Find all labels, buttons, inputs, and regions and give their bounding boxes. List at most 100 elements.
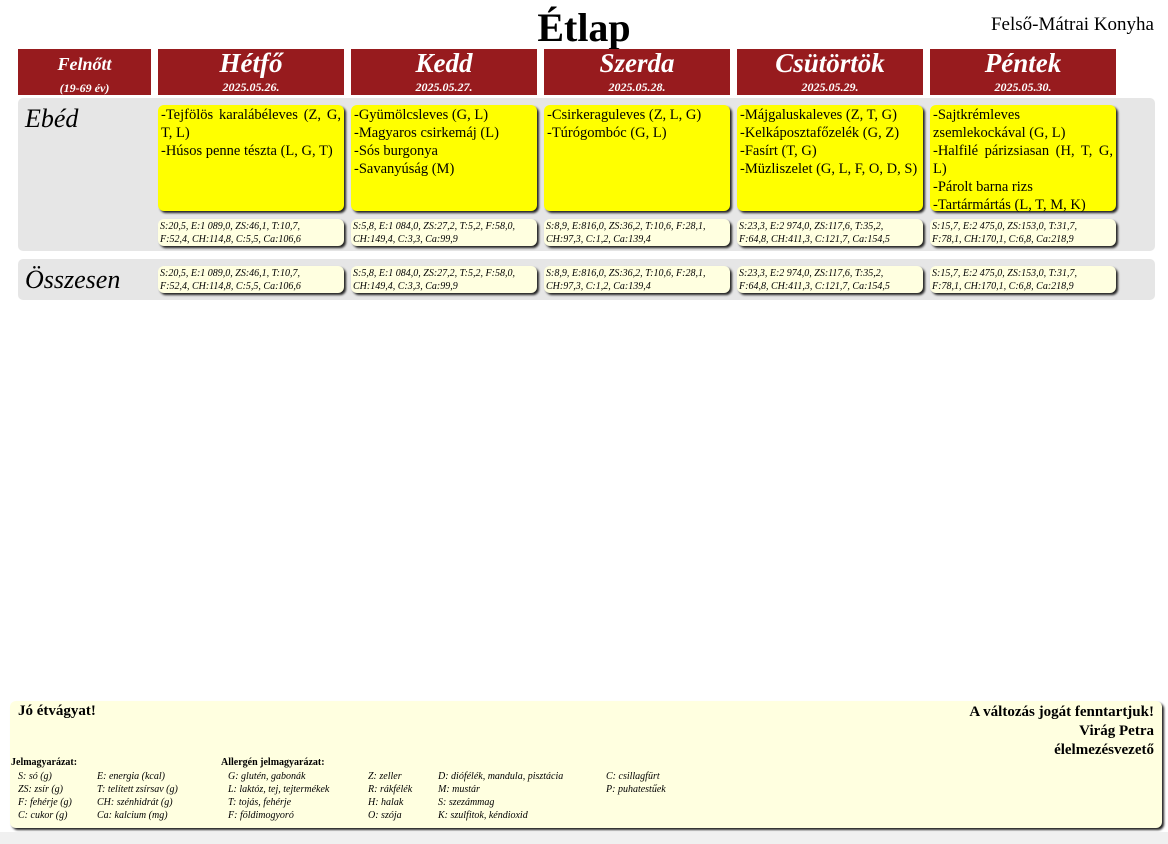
- dish: -Kelkáposztafőzelék (G, Z): [740, 125, 900, 141]
- total-label: Összesen: [25, 265, 121, 294]
- group-age: (19-69 év): [59, 81, 110, 95]
- day-name: Csütörtök: [775, 48, 885, 78]
- allergen-item: C: csillagfürt: [606, 771, 660, 782]
- legend-item: CH: szénhidrát (g): [97, 797, 173, 808]
- total-nutrition-wednesday: S:8,9, E:816,0, ZS:36,2, T:10,6, F:28,1,…: [544, 266, 730, 293]
- nutrition-line: F:64,8, CH:411,3, C:121,7, Ca:154,5: [739, 234, 890, 245]
- manager-title: élelmezésvezető: [1054, 742, 1154, 758]
- header-day-thursday: Csütörtök 2025.05.29.: [737, 49, 923, 95]
- menu-tuesday: -Gyümölcsleves (G, L) -Magyaros csirkemá…: [351, 105, 537, 211]
- page-bottom-strip: [0, 832, 1168, 844]
- dish: -Csirkeraguleves (Z, L, G): [547, 107, 702, 123]
- legend-item: Ca: kalcium (mg): [97, 810, 168, 821]
- allergen-column: Z: zeller R: rákfélék H: halak O: szója: [368, 770, 412, 822]
- nutrition-line: F:78,1, CH:170,1, C:6,8, Ca:218,9: [932, 281, 1074, 292]
- page-title: Étlap: [537, 5, 631, 50]
- allergen-item: M: mustár: [438, 784, 480, 795]
- day-name: Kedd: [415, 48, 473, 78]
- footer: Jó étvágyat! A változás jogát fenntartju…: [10, 701, 1162, 828]
- dish: -Sós burgonya: [354, 143, 438, 159]
- nutrition-line: CH:149,4, C:3,3, Ca:99,9: [353, 234, 458, 245]
- day-date: 2025.05.26.: [222, 80, 280, 94]
- allergen-item: L: laktóz, tej, tejtermékek: [228, 784, 330, 795]
- dish: -Sajtkrémleves zsemlekockával (G, L): [933, 107, 1066, 141]
- dish: -Túrógombóc (G, L): [547, 125, 667, 141]
- nutrition-monday: S:20,5, E:1 089,0, ZS:46,1, T:10,7, F:52…: [158, 219, 344, 246]
- nutrition-line: S:23,3, E:2 974,0, ZS:117,6, T:35,2,: [739, 221, 884, 232]
- legend-item: T: telített zsírsav (g): [97, 784, 178, 795]
- nutrition-line: S:5,8, E:1 084,0, ZS:27,2, T:5,2, F:58,0…: [353, 268, 515, 279]
- allergen-item: D: diófélék, mandula, pisztácia: [438, 771, 564, 782]
- lunch-label: Ebéd: [25, 104, 79, 133]
- menu-friday: -Sajtkrémleves zsemlekockával (G, L) -Ha…: [930, 105, 1116, 213]
- day-date: 2025.05.29.: [801, 80, 859, 94]
- legend-item: ZS: zsír (g): [18, 784, 64, 795]
- nutrition-line: S:5,8, E:1 084,0, ZS:27,2, T:5,2, F:58,0…: [353, 221, 515, 232]
- greeting: Jó étvágyat!: [18, 703, 96, 719]
- nutrition-line: S:20,5, E:1 089,0, ZS:46,1, T:10,7,: [160, 221, 300, 232]
- nutrition-wednesday: S:8,9, E:816,0, ZS:36,2, T:10,6, F:28,1,…: [544, 219, 730, 246]
- nutrition-line: CH:149,4, C:3,3, Ca:99,9: [353, 281, 458, 292]
- dish: -Magyaros csirkemáj (L): [354, 125, 499, 141]
- dish: -Halfilé párizsiasan (H, T, G, L): [933, 143, 1113, 177]
- nutrition-line: S:15,7, E:2 475,0, ZS:153,0, T:31,7,: [932, 221, 1077, 232]
- legend-item: E: energia (kcal): [97, 771, 165, 782]
- dish: -Májgaluskaleves (Z, T, G): [740, 107, 897, 123]
- nutrition-line: S:8,9, E:816,0, ZS:36,2, T:10,6, F:28,1,: [546, 221, 706, 232]
- legend-column: E: energia (kcal) T: telített zsírsav (g…: [97, 770, 178, 822]
- dish: -Tartármártás (L, T, M, K): [933, 197, 1086, 213]
- dish: -Tejfölös karalábéleves (Z, G, T, L): [161, 107, 341, 141]
- nutrition-line: S:20,5, E:1 089,0, ZS:46,1, T:10,7,: [160, 268, 300, 279]
- header-day-tuesday: Kedd 2025.05.27.: [351, 49, 537, 95]
- nutrition-line: F:64,8, CH:411,3, C:121,7, Ca:154,5: [739, 281, 890, 292]
- allergen-column: D: diófélék, mandula, pisztácia M: mustá…: [438, 770, 563, 822]
- group-label: Felnőtt: [57, 54, 112, 74]
- footer-signature: A változás jogát fenntartjuk! Virág Petr…: [969, 703, 1154, 760]
- day-date: 2025.05.28.: [608, 80, 666, 94]
- kitchen-name: Felső-Mátrai Konyha: [990, 14, 1154, 35]
- total-nutrition-monday: S:20,5, E:1 089,0, ZS:46,1, T:10,7, F:52…: [158, 266, 344, 293]
- nutrition-line: CH:97,3, C:1,2, Ca:139,4: [546, 234, 651, 245]
- nutrition-line: S:23,3, E:2 974,0, ZS:117,6, T:35,2,: [739, 268, 884, 279]
- allergen-item: P: puhatestűek: [606, 784, 666, 795]
- legend-item: S: só (g): [18, 771, 52, 782]
- menu-monday: -Tejfölös karalábéleves (Z, G, T, L) -Hú…: [158, 105, 344, 211]
- nutrition-line: CH:97,3, C:1,2, Ca:139,4: [546, 281, 651, 292]
- allergen-item: S: szezámmag: [438, 797, 495, 808]
- allergen-column: G: glutén, gabonák L: laktóz, tej, tejte…: [228, 770, 329, 822]
- day-name: Hétfő: [219, 48, 283, 78]
- allergen-legend-title: Allergén jelmagyarázat:: [221, 757, 325, 768]
- header-day-friday: Péntek 2025.05.30.: [930, 49, 1116, 95]
- allergen-item: Z: zeller: [368, 771, 402, 782]
- nutrition-line: S:15,7, E:2 475,0, ZS:153,0, T:31,7,: [932, 268, 1077, 279]
- dish: -Húsos penne tészta (L, G, T): [161, 143, 333, 159]
- total-nutrition-thursday: S:23,3, E:2 974,0, ZS:117,6, T:35,2, F:6…: [737, 266, 923, 293]
- allergen-item: K: szulfitok, kéndioxid: [438, 810, 528, 821]
- nutrition-friday: S:15,7, E:2 475,0, ZS:153,0, T:31,7, F:7…: [930, 219, 1116, 246]
- legend-title: Jelmagyarázat:: [11, 757, 78, 768]
- allergen-item: H: halak: [368, 797, 404, 808]
- allergen-item: T: tojás, fehérje: [228, 797, 292, 808]
- day-date: 2025.05.27.: [415, 80, 473, 94]
- header-day-wednesday: Szerda 2025.05.28.: [544, 49, 730, 95]
- nutrition-line: F:52,4, CH:114,8, C:5,5, Ca:106,6: [160, 281, 301, 292]
- allergen-item: G: glutén, gabonák: [228, 771, 306, 782]
- dish: -Müzliszelet (G, L, F, O, D, S): [740, 161, 918, 177]
- legend-item: C: cukor (g): [18, 810, 68, 821]
- legend-item: F: fehérje (g): [18, 797, 72, 808]
- nutrition-thursday: S:23,3, E:2 974,0, ZS:117,6, T:35,2, F:6…: [737, 219, 923, 246]
- nutrition-line: F:78,1, CH:170,1, C:6,8, Ca:218,9: [932, 234, 1074, 245]
- manager-name: Virág Petra: [1079, 723, 1154, 739]
- allergen-item: O: szója: [368, 810, 402, 821]
- menu-thursday: -Májgaluskaleves (Z, T, G) -Kelkáposztaf…: [737, 105, 923, 211]
- allergen-column: C: csillagfürt P: puhatestűek: [606, 770, 666, 796]
- legend-column: S: só (g) ZS: zsír (g) F: fehérje (g) C:…: [18, 770, 72, 822]
- menu-wednesday: -Csirkeraguleves (Z, L, G) -Túrógombóc (…: [544, 105, 730, 211]
- dish: -Fasírt (T, G): [740, 143, 817, 159]
- header-day-monday: Hétfő 2025.05.26.: [158, 49, 344, 95]
- allergen-item: R: rákfélék: [368, 784, 413, 795]
- nutrition-line: F:52,4, CH:114,8, C:5,5, Ca:106,6: [160, 234, 301, 245]
- total-nutrition-friday: S:15,7, E:2 475,0, ZS:153,0, T:31,7, F:7…: [930, 266, 1116, 293]
- nutrition-line: S:8,9, E:816,0, ZS:36,2, T:10,6, F:28,1,: [546, 268, 706, 279]
- day-name: Péntek: [984, 48, 1062, 78]
